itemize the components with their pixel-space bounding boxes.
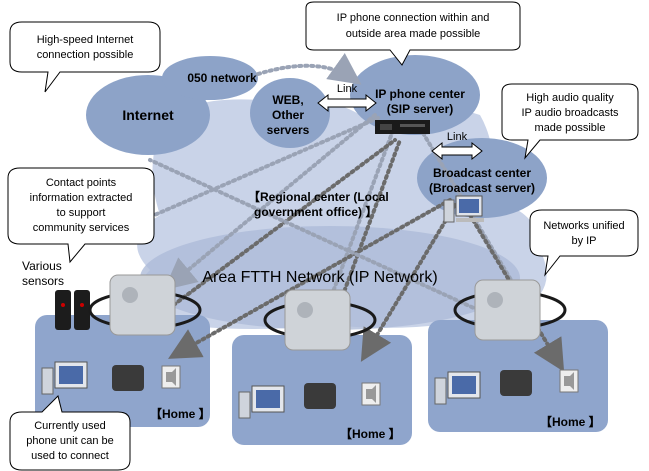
callout-contact: Contact points information extracted to … — [7, 167, 155, 264]
web-label-3: servers — [267, 123, 310, 137]
svg-text:phone unit can be: phone unit can be — [26, 435, 113, 447]
link-label-1: Link — [337, 83, 358, 95]
web-servers-node — [250, 78, 330, 148]
internet-label: Internet — [122, 107, 174, 123]
callout-phone-unit: Currently used phone unit can be used to… — [9, 395, 131, 471]
ip-phone-center-node — [350, 55, 480, 135]
home-equipment-left — [41, 361, 181, 395]
svg-text:IP audio broadcasts: IP audio broadcasts — [521, 107, 619, 119]
network-050-label: 050 network — [187, 71, 257, 85]
link-arrow-2: Link — [431, 131, 483, 161]
home-equipment-center — [238, 382, 381, 419]
svg-text:to support: to support — [57, 207, 106, 219]
svg-text:made possible: made possible — [535, 122, 606, 134]
sensors-label-2: sensors — [22, 274, 64, 288]
svg-text:Currently used: Currently used — [34, 420, 106, 432]
home-terminal-right — [453, 279, 567, 341]
link-label-2: Link — [447, 131, 468, 143]
web-label-1: WEB, — [272, 93, 303, 107]
ftth-label: Area FTTH Network (IP Network) — [202, 269, 437, 286]
home-label-left: 【Home 】 — [150, 406, 211, 421]
svg-text:information extracted: information extracted — [30, 192, 133, 204]
home-terminal-center — [263, 289, 377, 351]
svg-text:by IP: by IP — [571, 235, 596, 247]
svg-text:High audio quality: High audio quality — [526, 92, 614, 104]
svg-text:Networks unified: Networks unified — [543, 220, 624, 232]
svg-text:used to connect: used to connect — [31, 450, 109, 462]
sensors-icon — [55, 290, 90, 330]
svg-text:connection possible: connection possible — [37, 49, 134, 61]
callout-unified: Networks unified by IP — [529, 209, 639, 277]
web-label-2: Other — [272, 108, 304, 122]
sip-server-icon — [375, 120, 430, 134]
ip-center-label-1: IP phone center — [375, 87, 465, 101]
broadcast-label-1: Broadcast center — [433, 166, 531, 180]
svg-text:Contact points: Contact points — [46, 177, 117, 189]
home-label-right: 【Home 】 — [540, 414, 601, 429]
svg-text:outside area made possible: outside area made possible — [346, 28, 481, 40]
ip-center-label-2: (SIP server) — [387, 102, 454, 116]
callout-internet: High-speed Internet connection possible — [9, 21, 161, 93]
home-equipment-right — [434, 369, 579, 405]
svg-text:IP phone connection within and: IP phone connection within and — [337, 12, 490, 24]
home-label-center: 【Home 】 — [340, 426, 401, 441]
svg-text:community services: community services — [33, 222, 130, 234]
broadcast-label-2: (Broadcast server) — [429, 181, 535, 195]
regional-label-1: 【Regional center (Local — [248, 189, 389, 204]
callout-ip-phone: IP phone connection within and outside a… — [305, 1, 521, 66]
broadcast-pc-icon — [443, 195, 484, 223]
broadcast-center-node — [417, 138, 547, 218]
link-arrow-1: Link — [317, 83, 377, 113]
regional-label-2: government office) 】 — [254, 204, 377, 219]
callout-audio: High audio quality IP audio broadcasts m… — [501, 83, 639, 160]
network-050-node — [162, 56, 258, 100]
sensors-label-1: Various — [22, 259, 62, 273]
internet-node — [86, 75, 210, 155]
home-terminal-left — [88, 274, 202, 336]
svg-text:High-speed Internet: High-speed Internet — [37, 34, 134, 46]
